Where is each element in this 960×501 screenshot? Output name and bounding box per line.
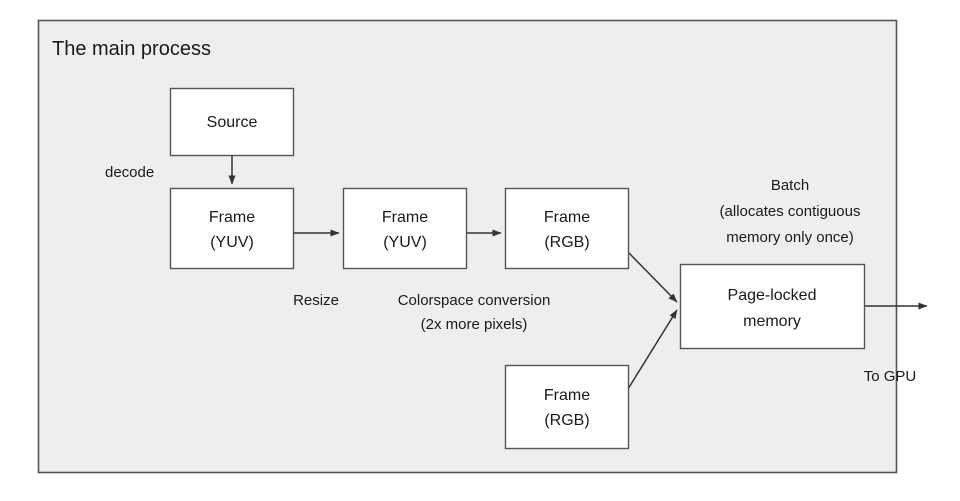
node-frame-yuv-1-box bbox=[169, 187, 295, 270]
node-frame-rgb-2-box bbox=[504, 364, 630, 450]
node-frame-yuv-2-label-line1: Frame bbox=[382, 209, 428, 226]
node-frame-rgb-2-label-line1: Frame bbox=[544, 387, 590, 404]
edge-frame-rgb2-to-page-locked bbox=[627, 309, 678, 390]
node-source[interactable]: Source bbox=[169, 87, 295, 157]
node-source-box bbox=[169, 87, 295, 157]
annotation-batch-line2: (allocates contiguous bbox=[720, 203, 861, 220]
edge-label-resize: Resize bbox=[293, 292, 339, 309]
node-page-locked-memory-label-line1: Page-locked bbox=[728, 287, 817, 304]
node-page-locked-memory-label-line2: memory bbox=[743, 313, 801, 330]
edge-label-to-gpu: To GPU bbox=[864, 368, 917, 385]
edge-label-colorspace-line2: (2x more pixels) bbox=[421, 316, 528, 333]
node-page-locked-memory-box bbox=[679, 263, 866, 350]
edge-frame-rgb1-to-page-locked bbox=[627, 251, 678, 303]
edge-label-decode: decode bbox=[105, 164, 154, 181]
annotation-batch-line3: memory only once) bbox=[726, 229, 854, 246]
node-frame-rgb-1[interactable]: Frame (RGB) bbox=[504, 187, 630, 270]
node-frame-yuv-2-label-line2: (YUV) bbox=[383, 234, 427, 251]
node-page-locked-memory[interactable]: Page-locked memory bbox=[679, 263, 866, 350]
node-source-label: Source bbox=[207, 114, 258, 131]
node-frame-rgb-1-label-line2: (RGB) bbox=[544, 234, 589, 251]
annotation-batch-line1: Batch bbox=[771, 177, 809, 194]
main-process-container bbox=[37, 19, 898, 474]
node-frame-rgb-1-label-line1: Frame bbox=[544, 209, 590, 226]
node-frame-yuv-2[interactable]: Frame (YUV) bbox=[342, 187, 468, 270]
node-frame-yuv-1-label-line1: Frame bbox=[209, 209, 255, 226]
node-frame-yuv-2-box bbox=[342, 187, 468, 270]
page-title: The main process bbox=[52, 38, 211, 60]
node-frame-yuv-1-label-line2: (YUV) bbox=[210, 234, 254, 251]
edge-label-colorspace-line1: Colorspace conversion bbox=[398, 292, 551, 309]
node-frame-yuv-1[interactable]: Frame (YUV) bbox=[169, 187, 295, 270]
node-frame-rgb-2-label-line2: (RGB) bbox=[544, 412, 589, 429]
node-frame-rgb-1-box bbox=[504, 187, 630, 270]
node-frame-rgb-2[interactable]: Frame (RGB) bbox=[504, 364, 630, 450]
